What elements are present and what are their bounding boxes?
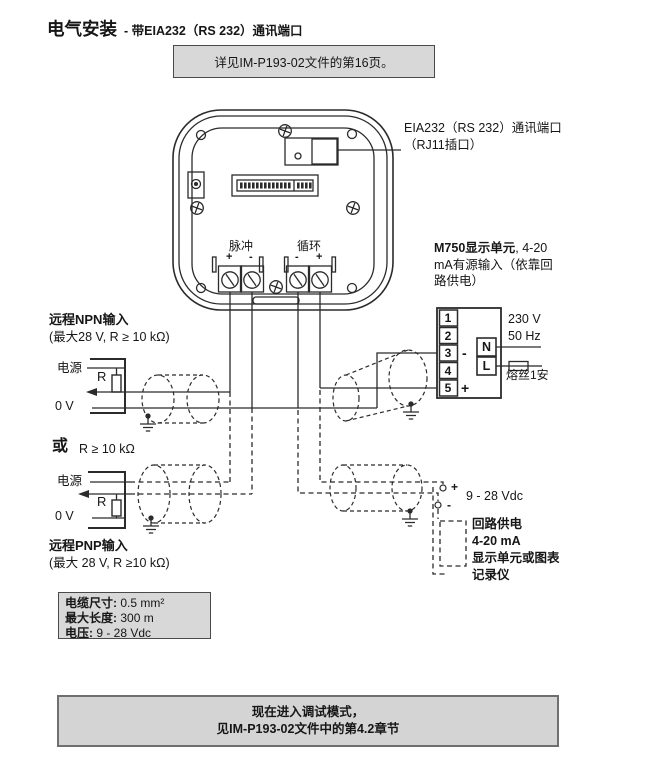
resistor-symbol xyxy=(111,368,122,393)
comm-port-callout-line2: （RJ11插口） xyxy=(404,138,483,152)
commissioning-line2: 见IM-P193-02文件中的第4.2章节 xyxy=(216,722,400,736)
terminal-2: 2 xyxy=(444,328,452,343)
m750-line3: 路供电） xyxy=(434,274,485,288)
cable-screen xyxy=(137,464,222,524)
commissioning-note-box: 现在进入调试模式， 见IM-P193-02文件中的第4.2章节 xyxy=(57,695,559,747)
block-plus-label: + xyxy=(461,380,470,396)
loop-note-line3: 显示单元或图表 xyxy=(472,551,560,565)
pulse-terminal-label: 脉冲 xyxy=(229,239,254,253)
pnp-power-label: 电源 xyxy=(57,474,83,488)
screw-icon xyxy=(346,201,360,215)
wiring-dashed xyxy=(130,390,467,575)
comm-port-callout-line1: EIA232（RS 232）通讯端口 xyxy=(404,121,562,135)
terminal-4: 4 xyxy=(444,363,452,378)
terminal-3: 3 xyxy=(444,346,452,360)
commissioning-line1: 现在进入调试模式， xyxy=(251,705,365,719)
loop-supply-voltage: 9 - 28 Vdc xyxy=(466,489,523,503)
pnp-heading: 远程PNP输入 xyxy=(49,538,128,553)
section-subtitle: - 带EIA232（RS 232）通讯端口 xyxy=(124,24,303,38)
terminal-point xyxy=(434,501,442,509)
earth-ground-icon xyxy=(143,515,159,534)
cable-screen xyxy=(329,464,423,512)
mains-frequency-label: 50 Hz xyxy=(508,329,541,343)
mounting-hole-icon xyxy=(195,129,207,141)
terminal-point xyxy=(439,484,447,492)
screw-icon xyxy=(269,280,283,294)
screw-icon xyxy=(278,124,292,138)
rj11-comm-port xyxy=(284,137,339,166)
mounting-hole-icon xyxy=(195,282,207,294)
loop-supply-plus: + xyxy=(451,480,459,494)
mounting-hole-icon xyxy=(346,282,358,294)
reference-note-box: 详见IM-P193-02文件的第16页。 xyxy=(173,45,435,78)
npn-heading: 远程NPN输入 xyxy=(49,312,129,327)
section-title: 电气安装 xyxy=(47,19,117,39)
earth-ground-icon xyxy=(402,508,418,527)
earth-ground-icon xyxy=(403,401,419,420)
loop-minus-label: - xyxy=(295,251,299,263)
m750-line2: mA有源输入（依靠回 xyxy=(434,257,553,272)
m750-line1: M750显示单元, 4-20 xyxy=(434,241,548,255)
npn-input-circuit xyxy=(87,358,126,414)
loop-supply-minus: - xyxy=(447,498,451,512)
pulse-minus-label: - xyxy=(249,251,253,263)
or-label: 或 xyxy=(52,438,69,455)
arrow-icon xyxy=(78,490,89,498)
screw-icon xyxy=(190,201,204,215)
live-label: L xyxy=(482,359,491,373)
pulse-plus-label: + xyxy=(226,251,233,263)
loop-device-box xyxy=(439,520,467,567)
cable-size-row: 电缆尺寸: 0.5 mm² xyxy=(65,596,165,610)
neutral-label: N xyxy=(481,340,492,354)
loop-powered-device-note: 回路供电 4-20 mA 显示单元或图表 记录仪 xyxy=(472,516,560,584)
pnp-resistor-label: R xyxy=(97,494,107,509)
loop-note-line2: 4-20 mA xyxy=(472,534,521,548)
cable-screen xyxy=(141,374,220,424)
cable-length-row: 最大长度: 300 m xyxy=(65,611,154,625)
loop-note-line1: 回路供电 xyxy=(472,517,523,531)
cable-voltage-row: 电压: 9 - 28 Vdc xyxy=(65,626,152,640)
reference-note-text: 详见IM-P193-02文件的第16页。 xyxy=(214,56,394,70)
resistor-symbol xyxy=(111,494,122,518)
terminal-screw-icon xyxy=(289,271,307,289)
block-minus-label: - xyxy=(462,345,467,361)
terminal-5: 5 xyxy=(444,381,452,395)
terminal-strip xyxy=(231,174,319,197)
npn-resistor-label: R xyxy=(97,369,107,384)
loop-terminal-label: 循环 xyxy=(297,239,322,253)
terminal-1: 1 xyxy=(444,311,452,325)
pnp-input-circuit xyxy=(78,471,130,529)
device-rear-view xyxy=(172,109,394,311)
m750-note: M750显示单元, 4-20 mA有源输入（依靠回 路供电） xyxy=(434,240,553,290)
mains-voltage-label: 230 V xyxy=(508,312,541,326)
cable-spec-box: 电缆尺寸: 0.5 mm² 最大长度: 300 m 电压: 9 - 28 Vdc xyxy=(58,592,211,640)
arrow-icon xyxy=(86,388,97,396)
terminal-screw-icon xyxy=(243,271,261,289)
terminal-screw-icon xyxy=(311,271,329,289)
fuse-label: 熔丝1安 xyxy=(506,368,549,382)
sensor-connector xyxy=(187,171,205,199)
npn-spec: (最大28 V, R ≥ 10 kΩ) xyxy=(49,330,170,344)
earth-ground-icon xyxy=(140,413,156,432)
page-title: 电气安装 - 带EIA232（RS 232）通讯端口 xyxy=(47,16,303,41)
cable-screen xyxy=(332,349,428,422)
or-condition: R ≥ 10 kΩ xyxy=(79,442,135,456)
npn-zero-volt-label: 0 V xyxy=(55,399,74,413)
pnp-spec: (最大 28 V, R ≥10 kΩ) xyxy=(49,556,170,570)
pnp-zero-volt-label: 0 V xyxy=(55,509,74,523)
npn-power-label: 电源 xyxy=(57,361,83,375)
loop-note-line4: 记录仪 xyxy=(472,568,510,582)
terminal-screw-icon xyxy=(221,271,239,289)
mounting-hole-icon xyxy=(346,128,358,140)
loop-plus-label: + xyxy=(316,251,323,263)
